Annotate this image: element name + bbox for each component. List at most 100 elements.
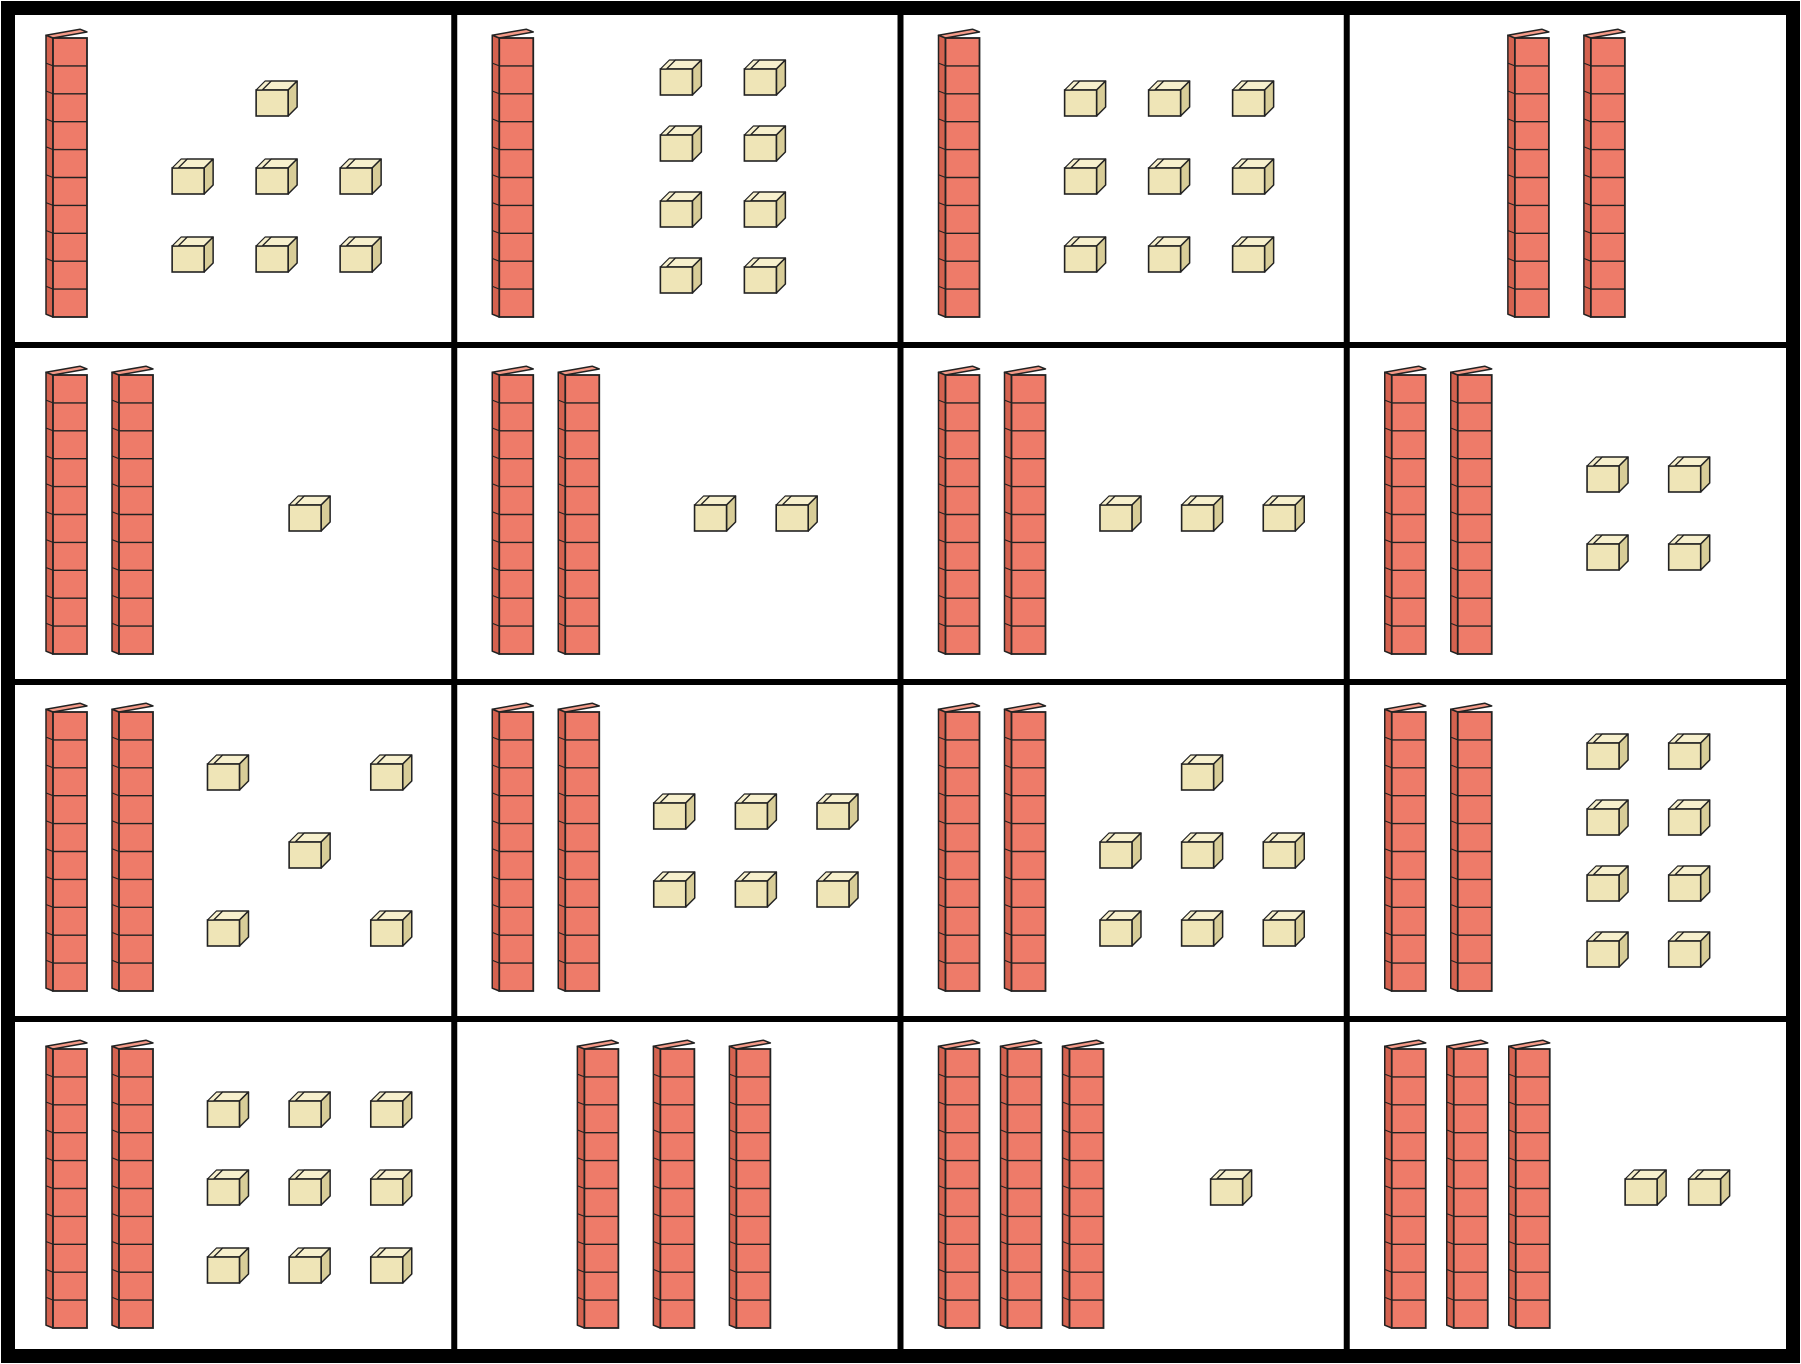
- unit-cube: [1100, 911, 1141, 946]
- ten-rod: [492, 703, 533, 991]
- unit-cube: [744, 192, 785, 227]
- unit-cube: [1263, 911, 1304, 946]
- unit-cube: [1211, 1170, 1252, 1205]
- ten-rod: [939, 366, 980, 654]
- ten-rod: [939, 1040, 980, 1328]
- unit-cube: [256, 81, 297, 116]
- unit-cube: [1233, 159, 1274, 194]
- unit-cube: [289, 496, 330, 531]
- unit-cube: [654, 872, 695, 907]
- unit-cube: [1263, 496, 1304, 531]
- unit-cube: [256, 159, 297, 194]
- unit-cube: [1065, 159, 1106, 194]
- unit-cube: [207, 911, 248, 946]
- ten-rod: [1063, 1040, 1104, 1328]
- tens-rods: [1385, 1040, 1550, 1328]
- ten-rod: [1385, 703, 1426, 991]
- unit-cube: [1100, 496, 1141, 531]
- unit-cube: [1233, 81, 1274, 116]
- ten-rod: [558, 366, 599, 654]
- unit-cube: [744, 258, 785, 293]
- tens-rods: [492, 29, 533, 317]
- ten-rod: [1508, 29, 1549, 317]
- ten-rod: [577, 1040, 618, 1328]
- unit-cube: [1182, 833, 1223, 868]
- ten-rod: [112, 703, 153, 991]
- ten-rod: [1385, 366, 1426, 654]
- unit-cube: [744, 60, 785, 95]
- unit-cube: [735, 794, 776, 829]
- ones-cubes: [207, 1092, 411, 1283]
- ten-rod: [1509, 1040, 1550, 1328]
- unit-cube: [1587, 457, 1628, 492]
- unit-cube: [289, 1248, 330, 1283]
- ten-rod: [46, 1040, 87, 1328]
- ten-rod: [653, 1040, 694, 1328]
- unit-cube: [1065, 81, 1106, 116]
- unit-cube: [654, 794, 695, 829]
- unit-cube: [340, 237, 381, 272]
- unit-cube: [744, 126, 785, 161]
- ten-rod: [1385, 1040, 1426, 1328]
- ten-rod: [112, 1040, 153, 1328]
- tens-rods: [46, 29, 87, 317]
- unit-cube: [1182, 496, 1223, 531]
- unit-cube: [1587, 932, 1628, 967]
- unit-cube: [289, 833, 330, 868]
- ten-rod: [558, 703, 599, 991]
- ten-rod: [46, 366, 87, 654]
- unit-cube: [1669, 734, 1710, 769]
- unit-cube: [371, 1092, 412, 1127]
- unit-cube: [1233, 237, 1274, 272]
- unit-cube: [289, 1170, 330, 1205]
- unit-cube: [817, 794, 858, 829]
- unit-cube: [1669, 535, 1710, 570]
- unit-cube: [1587, 734, 1628, 769]
- unit-cube: [207, 1170, 248, 1205]
- unit-cube: [660, 60, 701, 95]
- unit-cube: [256, 237, 297, 272]
- unit-cube: [340, 159, 381, 194]
- unit-cube: [1182, 755, 1223, 790]
- ten-rod: [1001, 1040, 1042, 1328]
- unit-cube: [776, 496, 817, 531]
- tens-rods: [939, 29, 980, 317]
- unit-cube: [1625, 1170, 1666, 1205]
- unit-cube: [1587, 866, 1628, 901]
- unit-cube: [817, 872, 858, 907]
- ten-rod: [492, 366, 533, 654]
- unit-cube: [1149, 81, 1190, 116]
- unit-cube: [1263, 833, 1304, 868]
- unit-cube: [207, 1092, 248, 1127]
- unit-cube: [1149, 237, 1190, 272]
- ten-rod: [1451, 366, 1492, 654]
- ones-cubes: [1211, 1170, 1252, 1205]
- ten-rod: [1451, 703, 1492, 991]
- unit-cube: [660, 192, 701, 227]
- unit-cube: [1669, 866, 1710, 901]
- tens-rods: [577, 1040, 770, 1328]
- unit-cube: [207, 755, 248, 790]
- unit-cube: [1587, 535, 1628, 570]
- ten-rod: [492, 29, 533, 317]
- ten-rod: [939, 29, 980, 317]
- unit-cube: [660, 126, 701, 161]
- unit-cube: [289, 1092, 330, 1127]
- tens-rods: [939, 1040, 1104, 1328]
- unit-cube: [1669, 457, 1710, 492]
- unit-cube: [1182, 911, 1223, 946]
- unit-cube: [371, 755, 412, 790]
- place-value-card: [577, 1040, 770, 1328]
- unit-cube: [1587, 800, 1628, 835]
- ten-rod: [1005, 366, 1046, 654]
- ten-rod: [112, 366, 153, 654]
- unit-cube: [695, 496, 736, 531]
- ones-cubes: [1065, 81, 1274, 272]
- ten-rod: [729, 1040, 770, 1328]
- ones-cubes: [289, 496, 330, 531]
- unit-cube: [371, 1170, 412, 1205]
- unit-cube: [207, 1248, 248, 1283]
- ten-rod: [1447, 1040, 1488, 1328]
- ten-rod: [1584, 29, 1625, 317]
